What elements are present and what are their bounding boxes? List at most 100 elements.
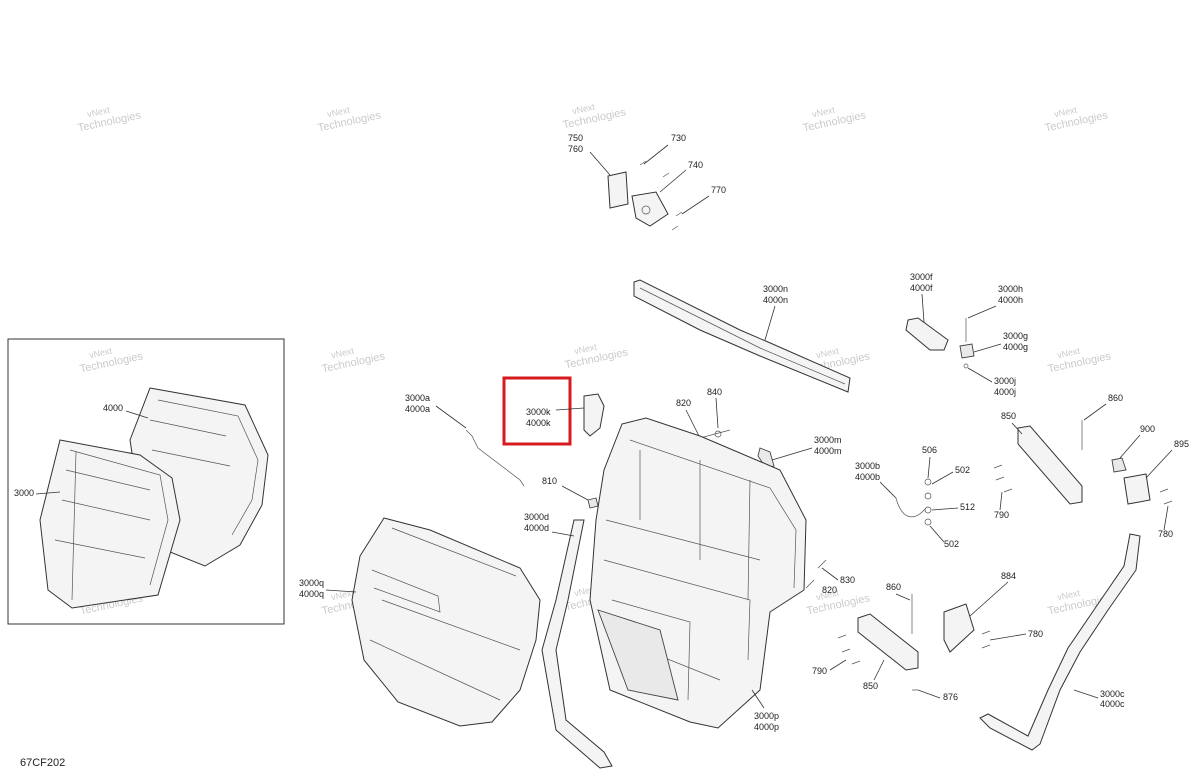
label-3000a: 3000a bbox=[405, 393, 430, 403]
label-790-upper: 790 bbox=[994, 510, 1009, 520]
seal-3000d: 3000d 4000d bbox=[524, 512, 613, 769]
label-4000h: 4000h bbox=[998, 295, 1023, 305]
svg-text:vNext: vNext bbox=[1056, 346, 1081, 361]
label-750: 750 bbox=[568, 133, 583, 143]
svg-text:vNext: vNext bbox=[811, 105, 836, 120]
hinge-bracket-group: 750 760 730 740 770 bbox=[568, 133, 726, 231]
label-830: 830 bbox=[840, 575, 855, 585]
label-4000q: 4000q bbox=[299, 589, 324, 599]
label-770: 770 bbox=[711, 185, 726, 195]
label-3000k: 3000k bbox=[526, 407, 551, 417]
label-4000f: 4000f bbox=[910, 283, 933, 293]
bolt-810: 810 bbox=[542, 476, 599, 509]
label-810: 810 bbox=[542, 476, 557, 486]
label-740: 740 bbox=[688, 160, 703, 170]
label-3000q: 3000q bbox=[299, 578, 324, 588]
label-4000n: 4000n bbox=[763, 295, 788, 305]
svg-text:vNext: vNext bbox=[88, 346, 113, 361]
label-502-upper: 502 bbox=[955, 465, 970, 475]
label-4000: 4000 bbox=[103, 403, 123, 413]
label-884: 884 bbox=[1001, 571, 1016, 581]
door-panel-3000q: 3000q 4000q bbox=[299, 517, 541, 727]
label-512: 512 bbox=[960, 502, 975, 512]
svg-text:vNext: vNext bbox=[815, 346, 840, 361]
label-3000f: 3000f bbox=[910, 272, 933, 282]
label-3000h: 3000h bbox=[998, 284, 1023, 294]
label-4000g: 4000g bbox=[1003, 342, 1028, 352]
label-876: 876 bbox=[943, 692, 958, 702]
label-3000n: 3000n bbox=[763, 284, 788, 294]
latch-3000k-highlight[interactable]: 3000k 4000k bbox=[502, 376, 605, 446]
lower-hinge-group: 860 884 780 790 850 876 bbox=[812, 571, 1043, 702]
right-hinge-group: 860 850 900 895 790 780 bbox=[993, 393, 1189, 539]
upper-trim-3000n: 3000n 4000n bbox=[633, 279, 851, 393]
label-860-upper: 860 bbox=[1108, 393, 1123, 403]
label-3000b: 3000b bbox=[855, 461, 880, 471]
label-3000c: 3000c bbox=[1100, 689, 1125, 699]
label-3000m: 3000m bbox=[814, 435, 842, 445]
svg-text:vNext: vNext bbox=[815, 588, 840, 603]
hinge-plate bbox=[607, 171, 629, 209]
hinge-895 bbox=[1123, 473, 1151, 505]
label-502-lower: 502 bbox=[944, 539, 959, 549]
latch-pin-group: 3000h 4000h 3000g 4000g 3000j 4000j bbox=[959, 284, 1028, 397]
label-780-upper: 780 bbox=[1158, 529, 1173, 539]
svg-text:vNext: vNext bbox=[1056, 588, 1081, 603]
label-4000b: 4000b bbox=[855, 472, 880, 482]
screws-830-820: 830 820 bbox=[805, 559, 855, 595]
pins-820-840: 820 840 bbox=[676, 387, 731, 439]
label-850-lower: 850 bbox=[863, 681, 878, 691]
label-3000: 3000 bbox=[14, 488, 34, 498]
label-4000d: 4000d bbox=[524, 523, 549, 533]
label-820: 820 bbox=[676, 398, 691, 408]
seal-3000c: 3000c 4000c bbox=[979, 533, 1141, 751]
bracket-900 bbox=[1111, 457, 1127, 473]
svg-text:vNext: vNext bbox=[326, 105, 351, 120]
label-4000a: 4000a bbox=[405, 404, 430, 414]
highlight-frame[interactable] bbox=[502, 376, 572, 446]
label-3000g: 3000g bbox=[1003, 331, 1028, 341]
label-780-lower: 780 bbox=[1028, 629, 1043, 639]
handle-3000f: 3000f 4000f bbox=[905, 272, 949, 351]
diagram-code: 67CF202 bbox=[20, 757, 65, 769]
label-4000p: 4000p bbox=[754, 722, 779, 732]
label-3000d: 3000d bbox=[524, 512, 549, 522]
label-4000m: 4000m bbox=[814, 446, 842, 456]
assembly-inset: 4000 3000 bbox=[7, 338, 285, 625]
label-4000k: 4000k bbox=[526, 418, 551, 428]
label-3000j: 3000j bbox=[994, 376, 1016, 386]
label-790-lower: 790 bbox=[812, 666, 827, 676]
label-760: 760 bbox=[568, 144, 583, 154]
hinge-850-lower bbox=[857, 613, 919, 671]
label-900: 900 bbox=[1140, 424, 1155, 434]
svg-text:vNext: vNext bbox=[86, 105, 111, 120]
label-860-lower: 860 bbox=[886, 582, 901, 592]
svg-text:vNext: vNext bbox=[571, 102, 596, 117]
label-730: 730 bbox=[671, 133, 686, 143]
door-frame-3000p: 3000p 4000p bbox=[589, 417, 807, 732]
plate-884 bbox=[943, 603, 975, 653]
svg-text:vNext: vNext bbox=[1053, 105, 1078, 120]
rod-3000a: 3000a 4000a bbox=[405, 393, 525, 487]
svg-text:vNext: vNext bbox=[573, 342, 598, 357]
hinge-850-upper bbox=[1017, 425, 1083, 505]
label-895: 895 bbox=[1174, 439, 1189, 449]
label-4000j: 4000j bbox=[994, 387, 1016, 397]
label-850-upper: 850 bbox=[1001, 411, 1016, 421]
latch-part bbox=[583, 393, 605, 437]
svg-text:vNext: vNext bbox=[330, 346, 355, 361]
label-840: 840 bbox=[707, 387, 722, 397]
label-820-lower: 820 bbox=[822, 585, 837, 595]
label-506: 506 bbox=[922, 445, 937, 455]
cable-3000b-group: 3000b 4000b 506 502 512 502 bbox=[855, 445, 975, 549]
